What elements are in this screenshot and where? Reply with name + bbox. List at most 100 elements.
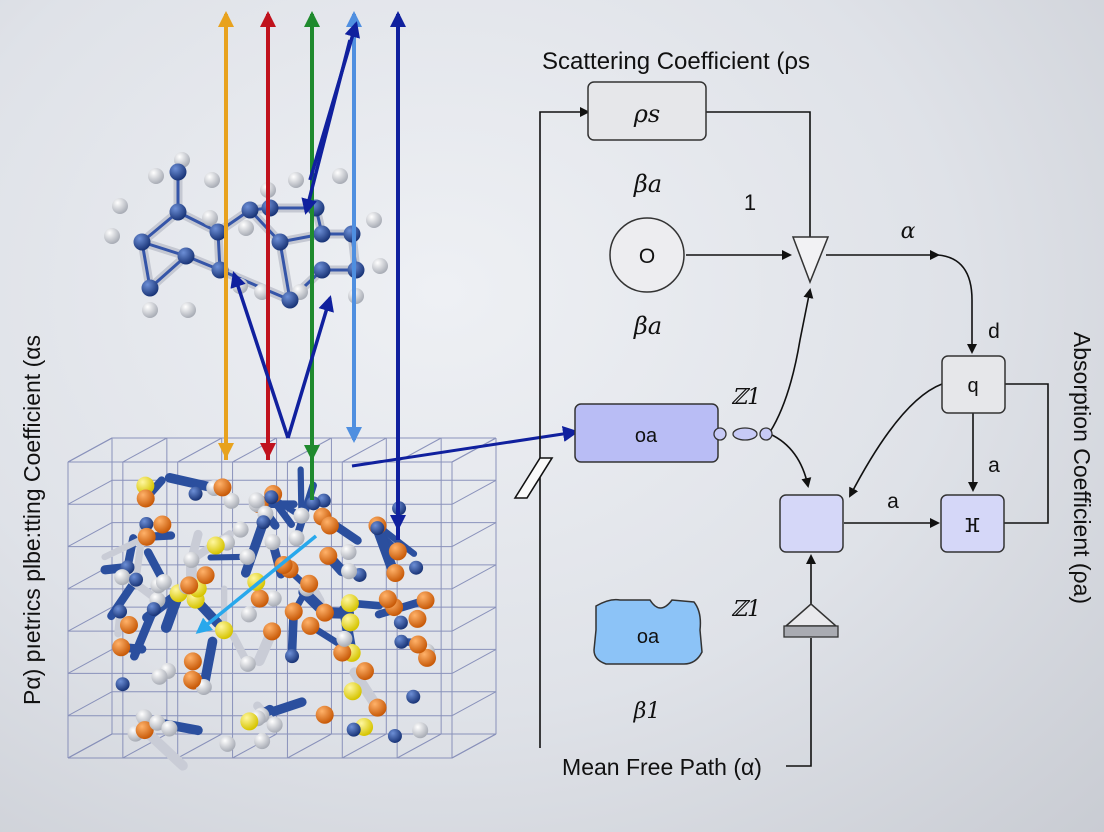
q-box xyxy=(941,355,1006,414)
blue-atom xyxy=(393,615,408,630)
light-beams xyxy=(195,11,579,634)
blue-atom xyxy=(406,689,421,704)
orange-atom xyxy=(135,721,154,740)
h-box xyxy=(940,494,1005,553)
navy-reflect-2 xyxy=(286,295,334,439)
orange-atom xyxy=(213,478,232,497)
blue-atom xyxy=(394,634,409,649)
lattice-line xyxy=(451,564,497,590)
label-beta-a-1: βa xyxy=(633,170,662,198)
yellow-atom xyxy=(206,536,225,555)
orange-atom xyxy=(355,662,374,681)
blue-atom xyxy=(264,490,279,505)
lattice-line xyxy=(67,522,113,548)
white-atom xyxy=(136,709,153,726)
q-loop-right xyxy=(1004,383,1049,524)
orange-atom xyxy=(333,643,352,662)
lattice-line xyxy=(122,437,168,463)
white-atom xyxy=(288,530,305,547)
molecule-white-atom xyxy=(104,228,120,244)
molecule-white-atom xyxy=(372,258,388,274)
molecule-bond xyxy=(278,240,292,302)
blue-atom xyxy=(409,560,424,575)
navy-reflect-1 xyxy=(230,271,290,439)
blue-atom xyxy=(256,515,271,530)
lattice-line xyxy=(451,522,497,548)
white-atom xyxy=(155,574,172,590)
lattice-line xyxy=(451,479,497,505)
molecule-blue-atom xyxy=(241,201,259,219)
molecule-blue-atom xyxy=(169,203,187,221)
orange-atom xyxy=(263,622,282,641)
molecule-white-atom xyxy=(180,302,196,318)
white-atom xyxy=(240,606,257,623)
white-atom xyxy=(254,733,271,750)
label-zeta-1: ℤ1 xyxy=(731,385,761,410)
lattice-line xyxy=(342,437,387,463)
o-a-blob xyxy=(593,598,703,665)
lattice-line xyxy=(451,733,497,759)
lattice-line xyxy=(342,733,387,759)
o-a-box-label: oa xyxy=(635,425,658,447)
oa-to-triangle xyxy=(769,288,814,433)
orange-atom xyxy=(320,516,339,535)
label-beta-a-2: βa xyxy=(633,312,662,340)
white-atom xyxy=(151,668,168,685)
yellow-atom xyxy=(340,594,359,613)
molecule-white-atom xyxy=(366,212,382,228)
left-vertical-label: Pα) pıetrics plbe:tting Coefficient (αs xyxy=(19,335,45,705)
molecular-cloud xyxy=(100,466,437,771)
q-to-mid xyxy=(849,383,943,498)
orange-atom xyxy=(301,616,320,635)
white-atom xyxy=(149,714,166,731)
white-atom xyxy=(161,720,178,737)
orange-atom xyxy=(315,603,334,622)
lattice-line xyxy=(451,691,497,717)
yellow-atom xyxy=(215,621,234,640)
white-atom xyxy=(232,521,249,538)
white-atom xyxy=(114,569,131,586)
right-absorption-coefficient: Absorption Coefficient (ρa) xyxy=(1069,332,1095,604)
mid-box xyxy=(779,494,844,553)
bottom-mean-free-path: Mean Free Path (α) xyxy=(562,754,762,780)
molecule-white-atom xyxy=(202,210,218,226)
molecule-blue-atom xyxy=(313,261,331,279)
yellow-atom xyxy=(341,613,360,632)
molecule-blue-atom xyxy=(271,233,289,251)
white-atom xyxy=(239,548,256,565)
white-atom xyxy=(293,507,310,524)
blue-atom xyxy=(188,486,203,501)
blue-atom xyxy=(285,649,300,664)
white-atom xyxy=(341,563,358,580)
white-atom xyxy=(183,551,200,568)
molecule-white-atom xyxy=(238,220,254,236)
orange-atom xyxy=(300,574,319,593)
lattice-line xyxy=(67,606,113,632)
orange-atom xyxy=(183,652,202,671)
white-atom xyxy=(239,655,256,672)
lattice-line xyxy=(67,733,113,759)
navy-diagonal-2 xyxy=(301,39,352,215)
molecule-blue-atom xyxy=(313,225,331,243)
molecule-blue-atom xyxy=(169,163,187,181)
orange-atom xyxy=(183,670,202,689)
lattice-line xyxy=(232,733,277,759)
white-atom xyxy=(340,544,357,561)
blue-atom xyxy=(346,722,361,737)
lattice-line xyxy=(287,733,332,759)
label-d: d xyxy=(988,320,1000,343)
yellow-atom xyxy=(136,476,155,495)
blue-atom xyxy=(113,604,128,619)
orange-atom xyxy=(315,705,334,724)
lattice-line xyxy=(451,437,497,463)
orange-atom xyxy=(136,489,155,508)
bottom-triangle-node xyxy=(784,603,838,627)
slash-marker xyxy=(513,457,554,499)
lattice-line xyxy=(67,479,113,505)
rho-s-box xyxy=(587,81,707,141)
loop-line-left xyxy=(539,107,590,748)
curve-to-q xyxy=(937,254,977,354)
oa-to-mid xyxy=(769,433,812,488)
label-beta-1: β1 xyxy=(633,699,661,724)
